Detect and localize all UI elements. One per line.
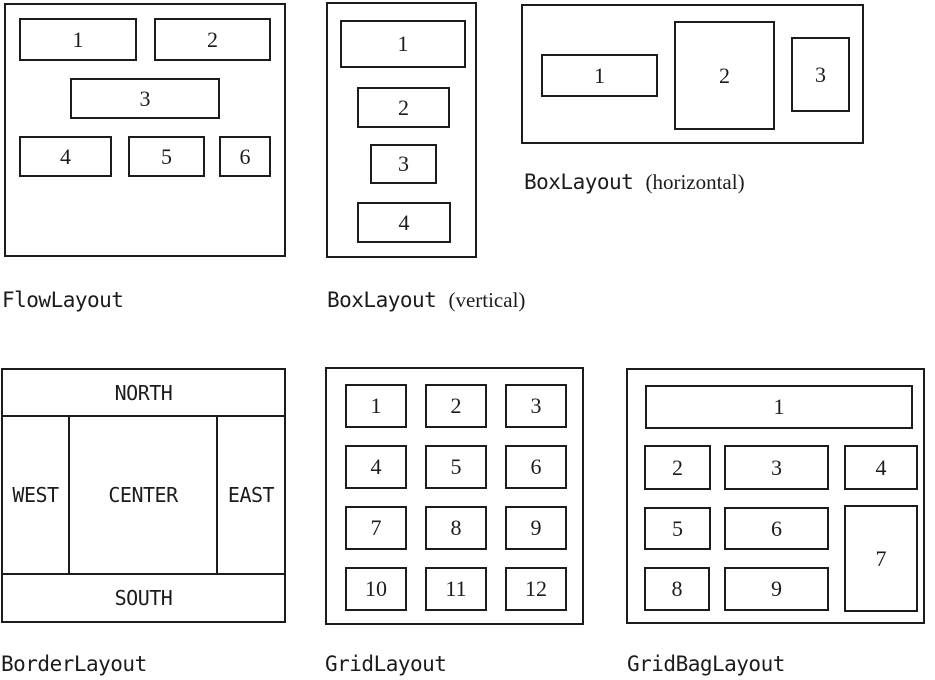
- gridbag-box-8: 8: [644, 567, 710, 611]
- boxh-box-2: 2: [674, 21, 775, 130]
- boxlayout-horizontal-label-suffix: (horizontal): [645, 170, 745, 194]
- gridbag-box-9: 9: [724, 567, 829, 611]
- gridbag-box-6: 6: [724, 507, 829, 550]
- gridbag-box-7: 7: [844, 505, 918, 612]
- boxlayout-vertical-label-suffix: (vertical): [448, 288, 526, 312]
- grid-box-4: 4: [345, 445, 407, 489]
- gridbag-box-5: 5: [644, 507, 711, 550]
- flow-box-6: 6: [219, 136, 271, 177]
- boxh-box-1: 1: [541, 54, 658, 97]
- grid-box-10: 10: [345, 567, 407, 611]
- flow-box-3: 3: [70, 78, 220, 119]
- grid-box-3: 3: [505, 384, 567, 428]
- border-region-south: SOUTH: [3, 573, 284, 621]
- boxlayout-horizontal-panel: 1 2 3: [521, 4, 864, 144]
- boxlayout-vertical-label: BoxLayout (vertical): [327, 288, 525, 313]
- boxv-box-3: 3: [370, 144, 437, 184]
- gridbaglayout-label: GridBagLayout: [627, 652, 785, 676]
- gridbag-box-2: 2: [644, 445, 711, 490]
- boxlayout-vertical-panel: 1 2 3 4: [326, 2, 477, 258]
- gridbag-box-3: 3: [724, 445, 829, 490]
- flow-box-1: 1: [19, 18, 137, 61]
- border-region-west: WEST: [3, 417, 70, 573]
- gridbag-box-1: 1: [645, 385, 913, 429]
- flow-box-4: 4: [19, 136, 112, 177]
- gridlayout-label: GridLayout: [325, 652, 447, 676]
- flowlayout-panel: 1 2 3 4 5 6: [4, 3, 286, 257]
- boxv-box-4: 4: [357, 202, 451, 243]
- grid-box-11: 11: [425, 567, 487, 611]
- grid-box-1: 1: [345, 384, 407, 428]
- flow-box-2: 2: [154, 18, 271, 61]
- grid-box-8: 8: [425, 506, 487, 550]
- gridbaglayout-panel: 1 2 3 4 5 6 7 8 9: [626, 368, 925, 624]
- gridlayout-panel: 1 2 3 4 5 6 7 8 9 10 11 12: [325, 367, 584, 625]
- boxv-box-1: 1: [340, 20, 466, 68]
- boxlayout-vertical-label-code: BoxLayout: [327, 288, 437, 312]
- border-region-center: CENTER: [108, 483, 178, 507]
- grid-box-9: 9: [505, 506, 567, 550]
- border-region-north: NORTH: [3, 370, 284, 417]
- flow-box-5: 5: [128, 136, 205, 177]
- boxlayout-horizontal-label: BoxLayout (horizontal): [524, 170, 745, 195]
- border-region-east: EAST: [216, 417, 284, 573]
- flowlayout-label: FlowLayout: [2, 288, 124, 312]
- boxh-box-3: 3: [791, 37, 850, 112]
- gridbag-box-4: 4: [844, 445, 918, 490]
- boxv-box-2: 2: [357, 87, 450, 128]
- grid-box-6: 6: [505, 445, 567, 489]
- borderlayout-panel: NORTH WEST CENTER EAST SOUTH: [1, 368, 286, 623]
- border-middle-row: WEST CENTER EAST: [3, 417, 284, 573]
- borderlayout-label: BorderLayout: [1, 652, 147, 676]
- grid-box-12: 12: [505, 567, 567, 611]
- grid-box-7: 7: [345, 506, 407, 550]
- grid-box-2: 2: [425, 384, 487, 428]
- grid-box-5: 5: [425, 445, 487, 489]
- boxlayout-horizontal-label-code: BoxLayout: [524, 170, 634, 194]
